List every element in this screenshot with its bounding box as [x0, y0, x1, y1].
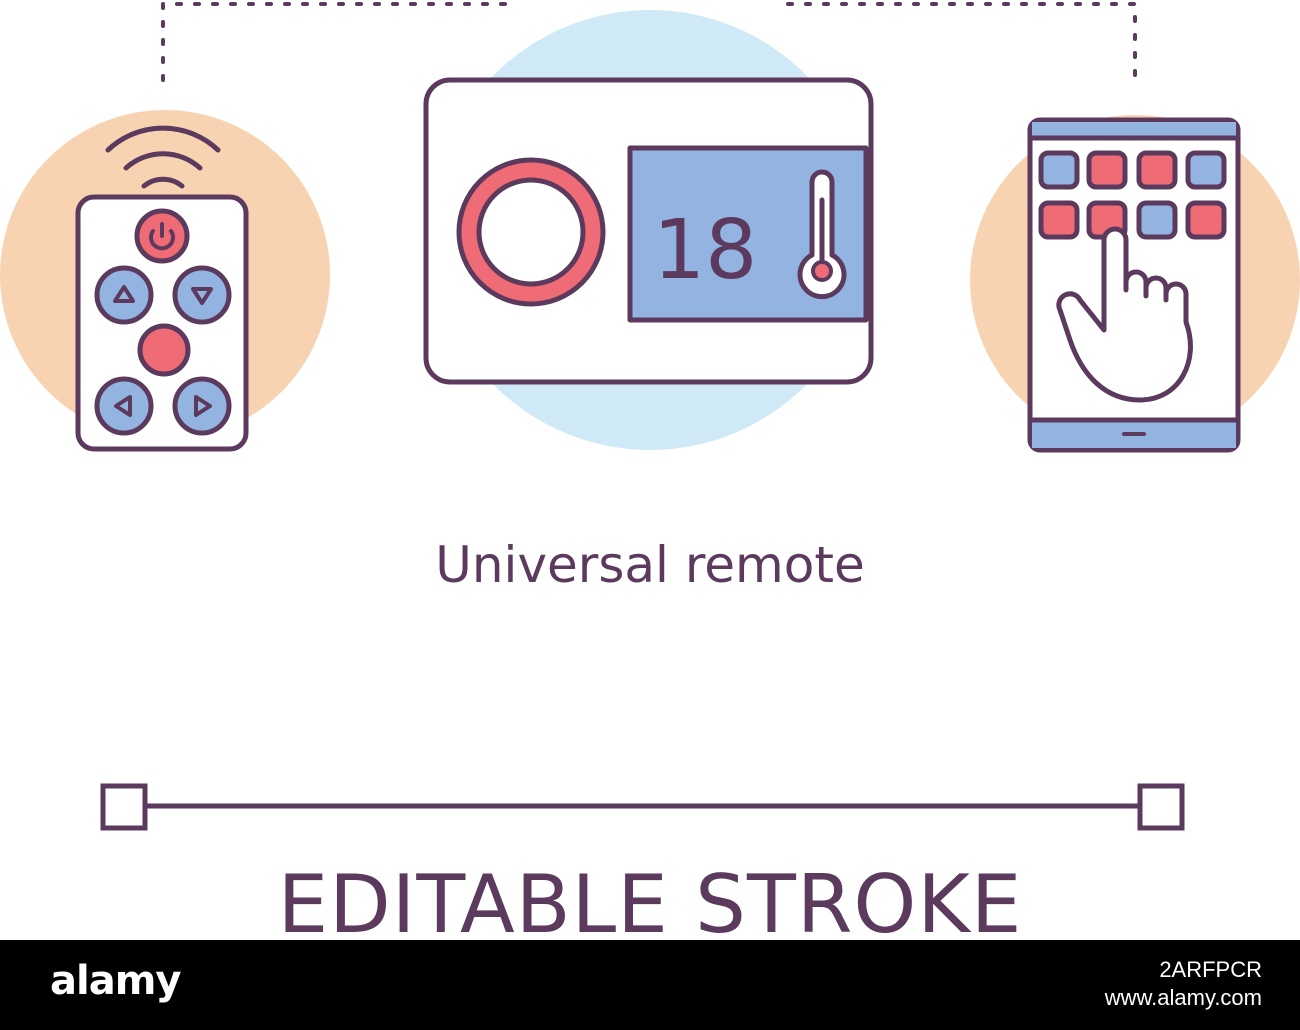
- editable-stroke-label: EDITABLE STROKE: [277, 858, 1023, 951]
- thermostat-temperature: 18: [653, 203, 757, 298]
- hand-pointer-icon: [1056, 226, 1193, 403]
- image-id: 2ARFPCR: [1159, 957, 1262, 982]
- remote-control-icon: [75, 125, 249, 452]
- thermometer-icon: [797, 169, 847, 300]
- dotted-connector: [161, 2, 1137, 82]
- caption: Universal remote: [435, 536, 865, 594]
- footer-url: www.alamy.com: [1104, 985, 1262, 1010]
- power-icon: [134, 208, 190, 264]
- wifi-signal-icon: [105, 125, 221, 189]
- left-handle: [100, 783, 148, 831]
- stroke-handle-line: [100, 783, 1185, 831]
- footer-meta: 2ARFPCR www.alamy.com: [1105, 956, 1262, 1012]
- tablet-touch-icon: [1027, 117, 1241, 453]
- right-handle: [1137, 783, 1185, 831]
- watermark-footer: alamy 2ARFPCR www.alamy.com: [0, 940, 1300, 1030]
- brand-logo: alamy: [50, 958, 181, 1004]
- thermostat-icon: [423, 77, 874, 385]
- universal-remote-illustration: 18: [0, 2, 1300, 831]
